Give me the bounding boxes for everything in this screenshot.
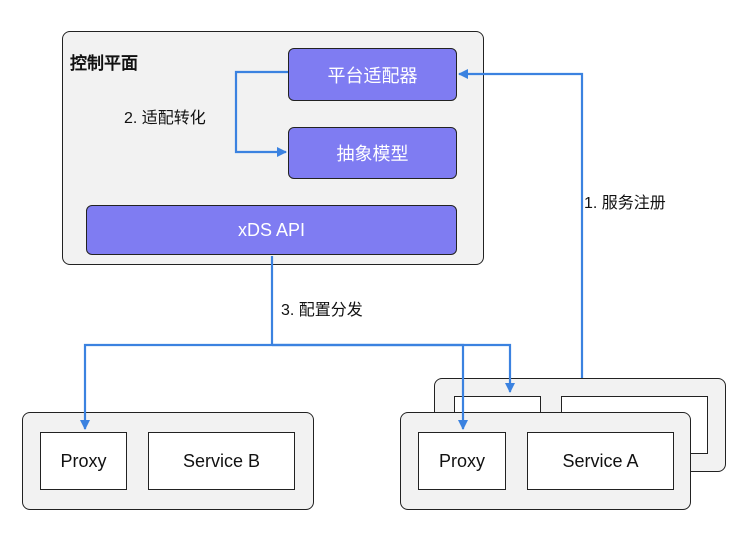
service-b-app-label: Service B bbox=[182, 450, 261, 471]
distribute-arrow-service-b bbox=[80, 343, 272, 430]
step-register-label: 1. 服务注册 bbox=[584, 195, 666, 212]
service-a-app-label: Service A bbox=[562, 450, 639, 471]
service-b-app-box: Service B bbox=[148, 432, 295, 490]
adapt-arrow bbox=[234, 70, 288, 157]
service-a-proxy-label: Proxy bbox=[438, 450, 485, 471]
step-distribute-label: 3. 配置分发 bbox=[281, 302, 363, 319]
platform-adapter-label: 平台适配器 bbox=[327, 65, 418, 86]
xds-api-box: xDS API bbox=[86, 205, 457, 255]
service-b-proxy-label: Proxy bbox=[60, 450, 107, 471]
platform-adapter-box: 平台适配器 bbox=[288, 48, 457, 101]
service-a-proxy-box: Proxy bbox=[418, 432, 506, 490]
abstract-model-box: 抽象模型 bbox=[288, 127, 457, 179]
abstract-model-label: 抽象模型 bbox=[336, 144, 409, 164]
distribute-arrow-service-a-back bbox=[272, 343, 515, 393]
step-adapt-label: 2. 适配转化 bbox=[124, 110, 206, 127]
register-arrow bbox=[458, 69, 584, 378]
control-plane-title: 控制平面 bbox=[70, 54, 138, 73]
xds-api-label: xDS API bbox=[237, 219, 306, 240]
service-b-proxy-box: Proxy bbox=[40, 432, 127, 490]
distribute-arrow-service-a bbox=[272, 343, 468, 430]
service-a-app-box: Service A bbox=[527, 432, 674, 490]
